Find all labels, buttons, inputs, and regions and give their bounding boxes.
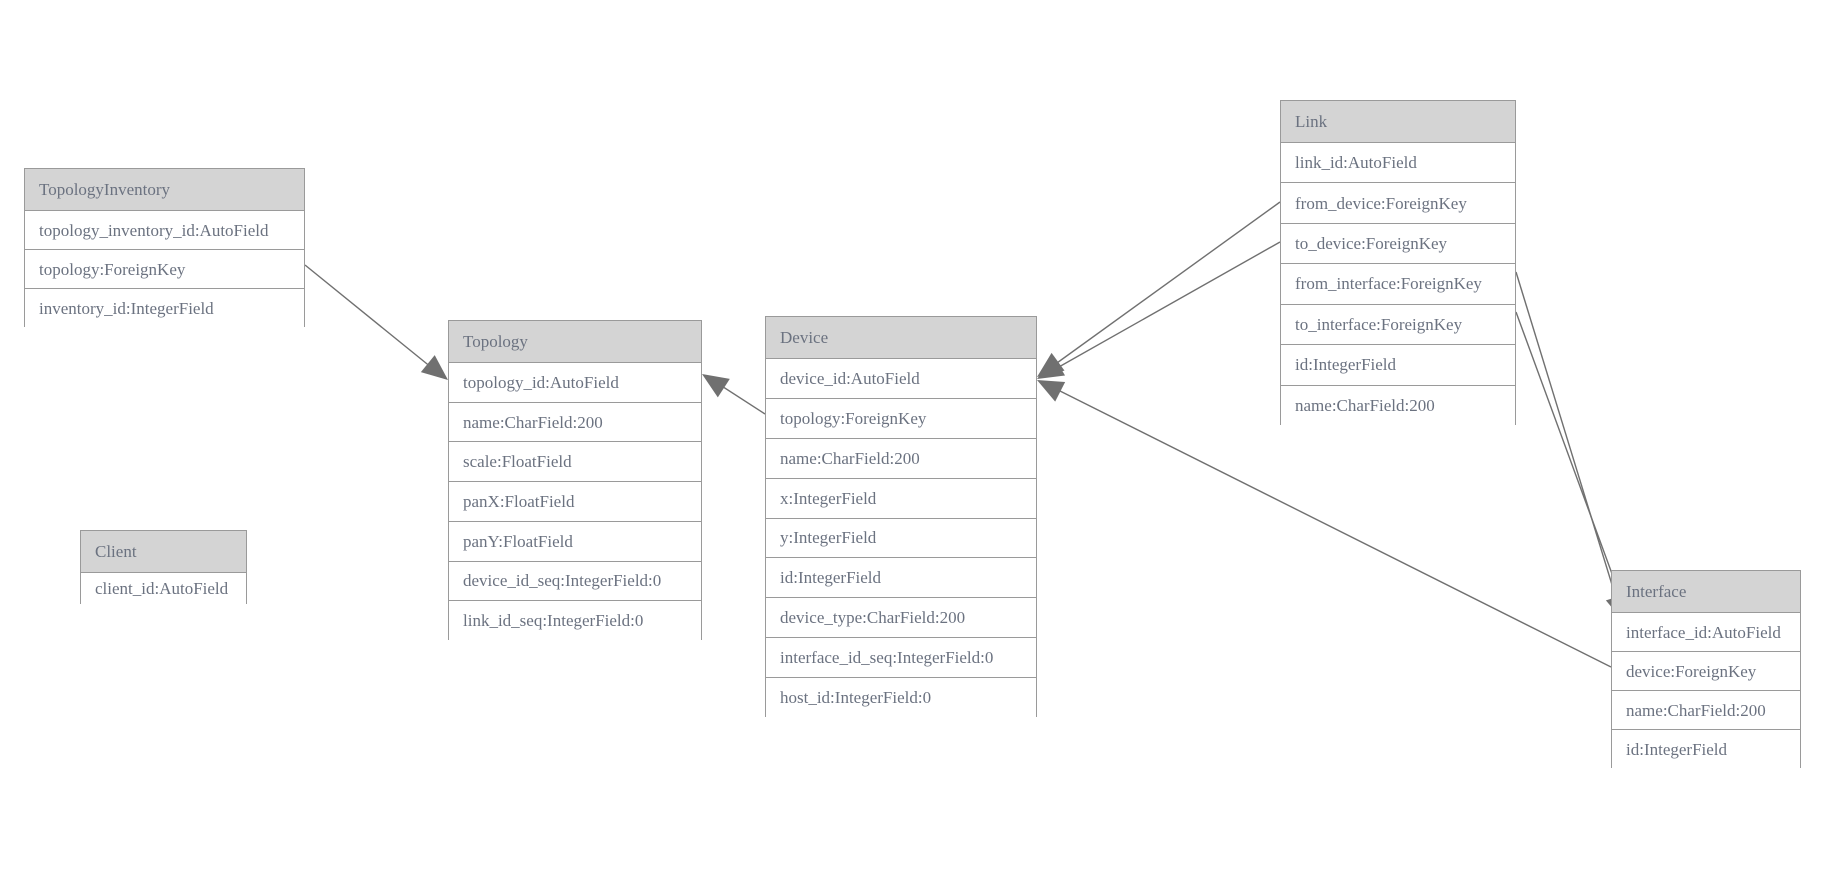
entity-field: device_id_seq:IntegerField:0	[449, 561, 701, 602]
entity-field: name:CharField:200	[766, 438, 1036, 479]
entity-field: topology_inventory_id:AutoField	[25, 211, 304, 250]
entity-field: name:CharField:200	[1612, 691, 1800, 730]
entity-title-topology_inventory: TopologyInventory	[25, 169, 304, 211]
edge-link-to-interface-to-interface	[1515, 311, 1623, 602]
entity-field: interface_id:AutoField	[1612, 613, 1800, 652]
edge-link-from-device-to-device	[1049, 201, 1281, 369]
entity-field: device_type:CharField:200	[766, 598, 1036, 639]
entity-field: host_id:IntegerField:0	[766, 678, 1036, 718]
entity-field: device:ForeignKey	[1612, 652, 1800, 691]
entity-field: to_interface:ForeignKey	[1281, 304, 1515, 346]
entity-field: device_id:AutoField	[766, 359, 1036, 399]
entity-field: inventory_id:IntegerField	[25, 289, 304, 328]
entity-field: id:IntegerField	[766, 558, 1036, 599]
entity-field: topology:ForeignKey	[25, 250, 304, 289]
entity-field: x:IntegerField	[766, 478, 1036, 519]
entity-field: link_id_seq:IntegerField:0	[449, 601, 701, 641]
entity-field: topology_id:AutoField	[449, 363, 701, 403]
entity-title-topology: Topology	[449, 321, 701, 363]
edge-link-from-interface-to-interface	[1515, 271, 1618, 602]
entity-title-client: Client	[81, 531, 246, 573]
entity-field: from_device:ForeignKey	[1281, 183, 1515, 224]
edge-topologyinventory-to-topology	[304, 264, 438, 373]
entity-field: client_id:AutoField	[81, 573, 246, 605]
entity-field: interface_id_seq:IntegerField:0	[766, 638, 1036, 678]
entity-field: name:CharField:200	[1281, 385, 1515, 426]
entity-field: id:IntegerField	[1612, 730, 1800, 769]
entity-field: scale:FloatField	[449, 442, 701, 483]
entity-field: from_interface:ForeignKey	[1281, 264, 1515, 305]
edge-interface-device-to-device	[1051, 386, 1612, 668]
entity-field: topology:ForeignKey	[766, 398, 1036, 439]
entity-field: panX:FloatField	[449, 482, 701, 522]
entity-field: id:IntegerField	[1281, 345, 1515, 386]
entity-field: panY:FloatField	[449, 521, 701, 562]
edge-link-to-device-to-device	[1049, 241, 1281, 373]
entity-field: y:IntegerField	[766, 518, 1036, 559]
edge-device-to-topology	[713, 380, 766, 415]
entity-field: to_device:ForeignKey	[1281, 223, 1515, 265]
entity-title-link: Link	[1281, 101, 1515, 143]
entity-field: name:CharField:200	[449, 402, 701, 443]
entity-title-device: Device	[766, 317, 1036, 359]
entity-title-interface: Interface	[1612, 571, 1800, 613]
entity-field: link_id:AutoField	[1281, 143, 1515, 184]
